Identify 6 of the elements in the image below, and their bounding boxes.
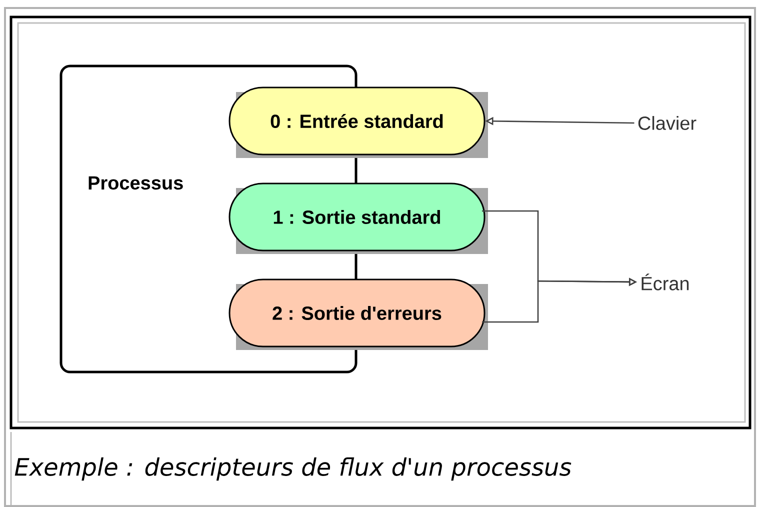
caption: Exemple : descripteurs de flux d'un processus <box>14 457 572 481</box>
device-label: Écran <box>642 274 689 290</box>
device-label: Clavier <box>638 116 696 130</box>
descriptor-pill: 1 : Sortie standard <box>228 182 488 254</box>
descriptor-pill: 0 : Entrée standard <box>228 86 488 158</box>
descriptor-pill: 2 : Sortie d'erreurs <box>228 278 488 350</box>
